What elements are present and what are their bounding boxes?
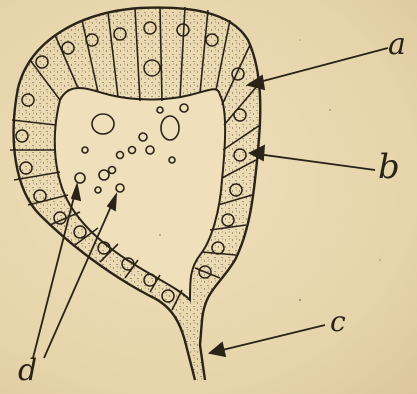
label-a: a [388,30,406,60]
label-b: b [378,150,400,184]
label-c: c [330,308,346,336]
label-d: d [18,356,37,386]
